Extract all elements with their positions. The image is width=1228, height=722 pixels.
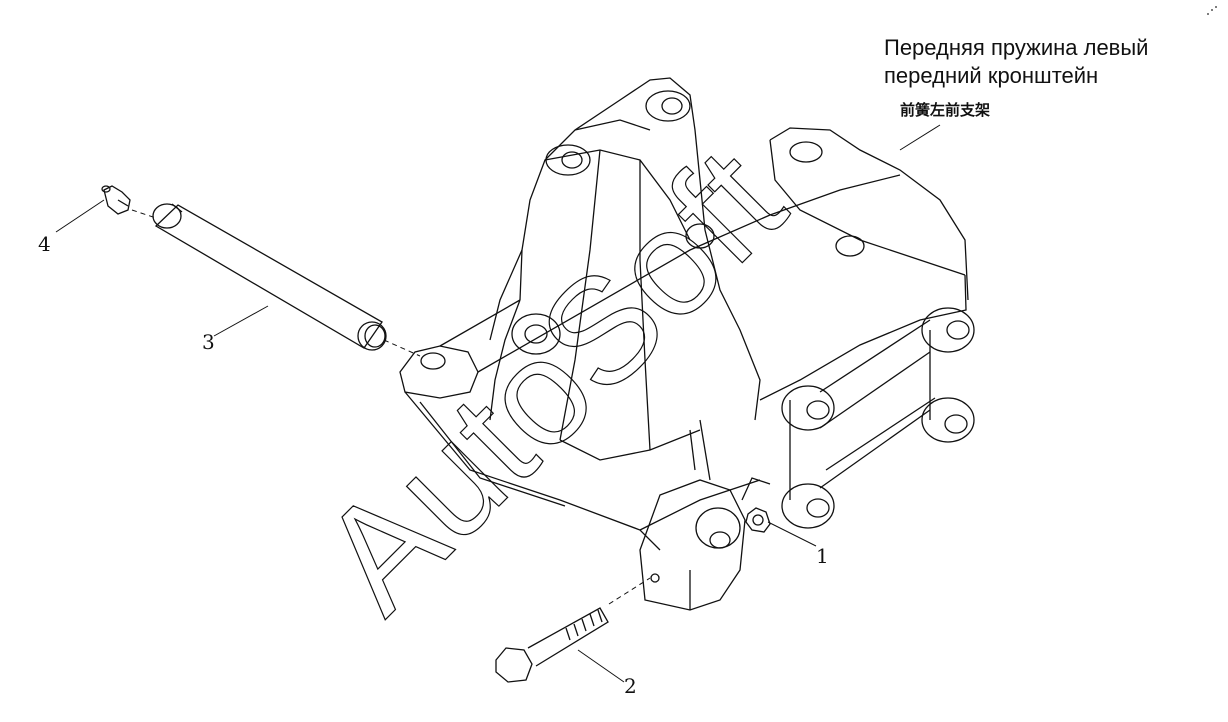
- corner-mark: [1207, 6, 1217, 15]
- callout-2: 2: [624, 674, 637, 698]
- grease-fitting-part-4: [101, 185, 131, 215]
- watermark-text: AutoSoft: [289, 117, 815, 643]
- callout-1: 1: [816, 544, 829, 568]
- bolt-part-2: [495, 607, 609, 683]
- part-name-russian-line1: Передняя пружина левый: [884, 35, 1149, 60]
- part-name-chinese: 前簧左前支架: [900, 101, 991, 119]
- nut-part-1: [741, 477, 771, 533]
- part-name-russian: Передняя пружина левый передний кронштей…: [884, 34, 1214, 90]
- pin-part-3: [152, 203, 387, 351]
- bracket-body: [399, 77, 975, 611]
- callout-3: 3: [202, 330, 215, 354]
- watermark: AutoSoft: [288, 116, 815, 643]
- leader-lines: [55, 124, 941, 683]
- callout-4: 4: [38, 232, 51, 256]
- part-name-russian-line2: передний кронштейн: [884, 63, 1099, 88]
